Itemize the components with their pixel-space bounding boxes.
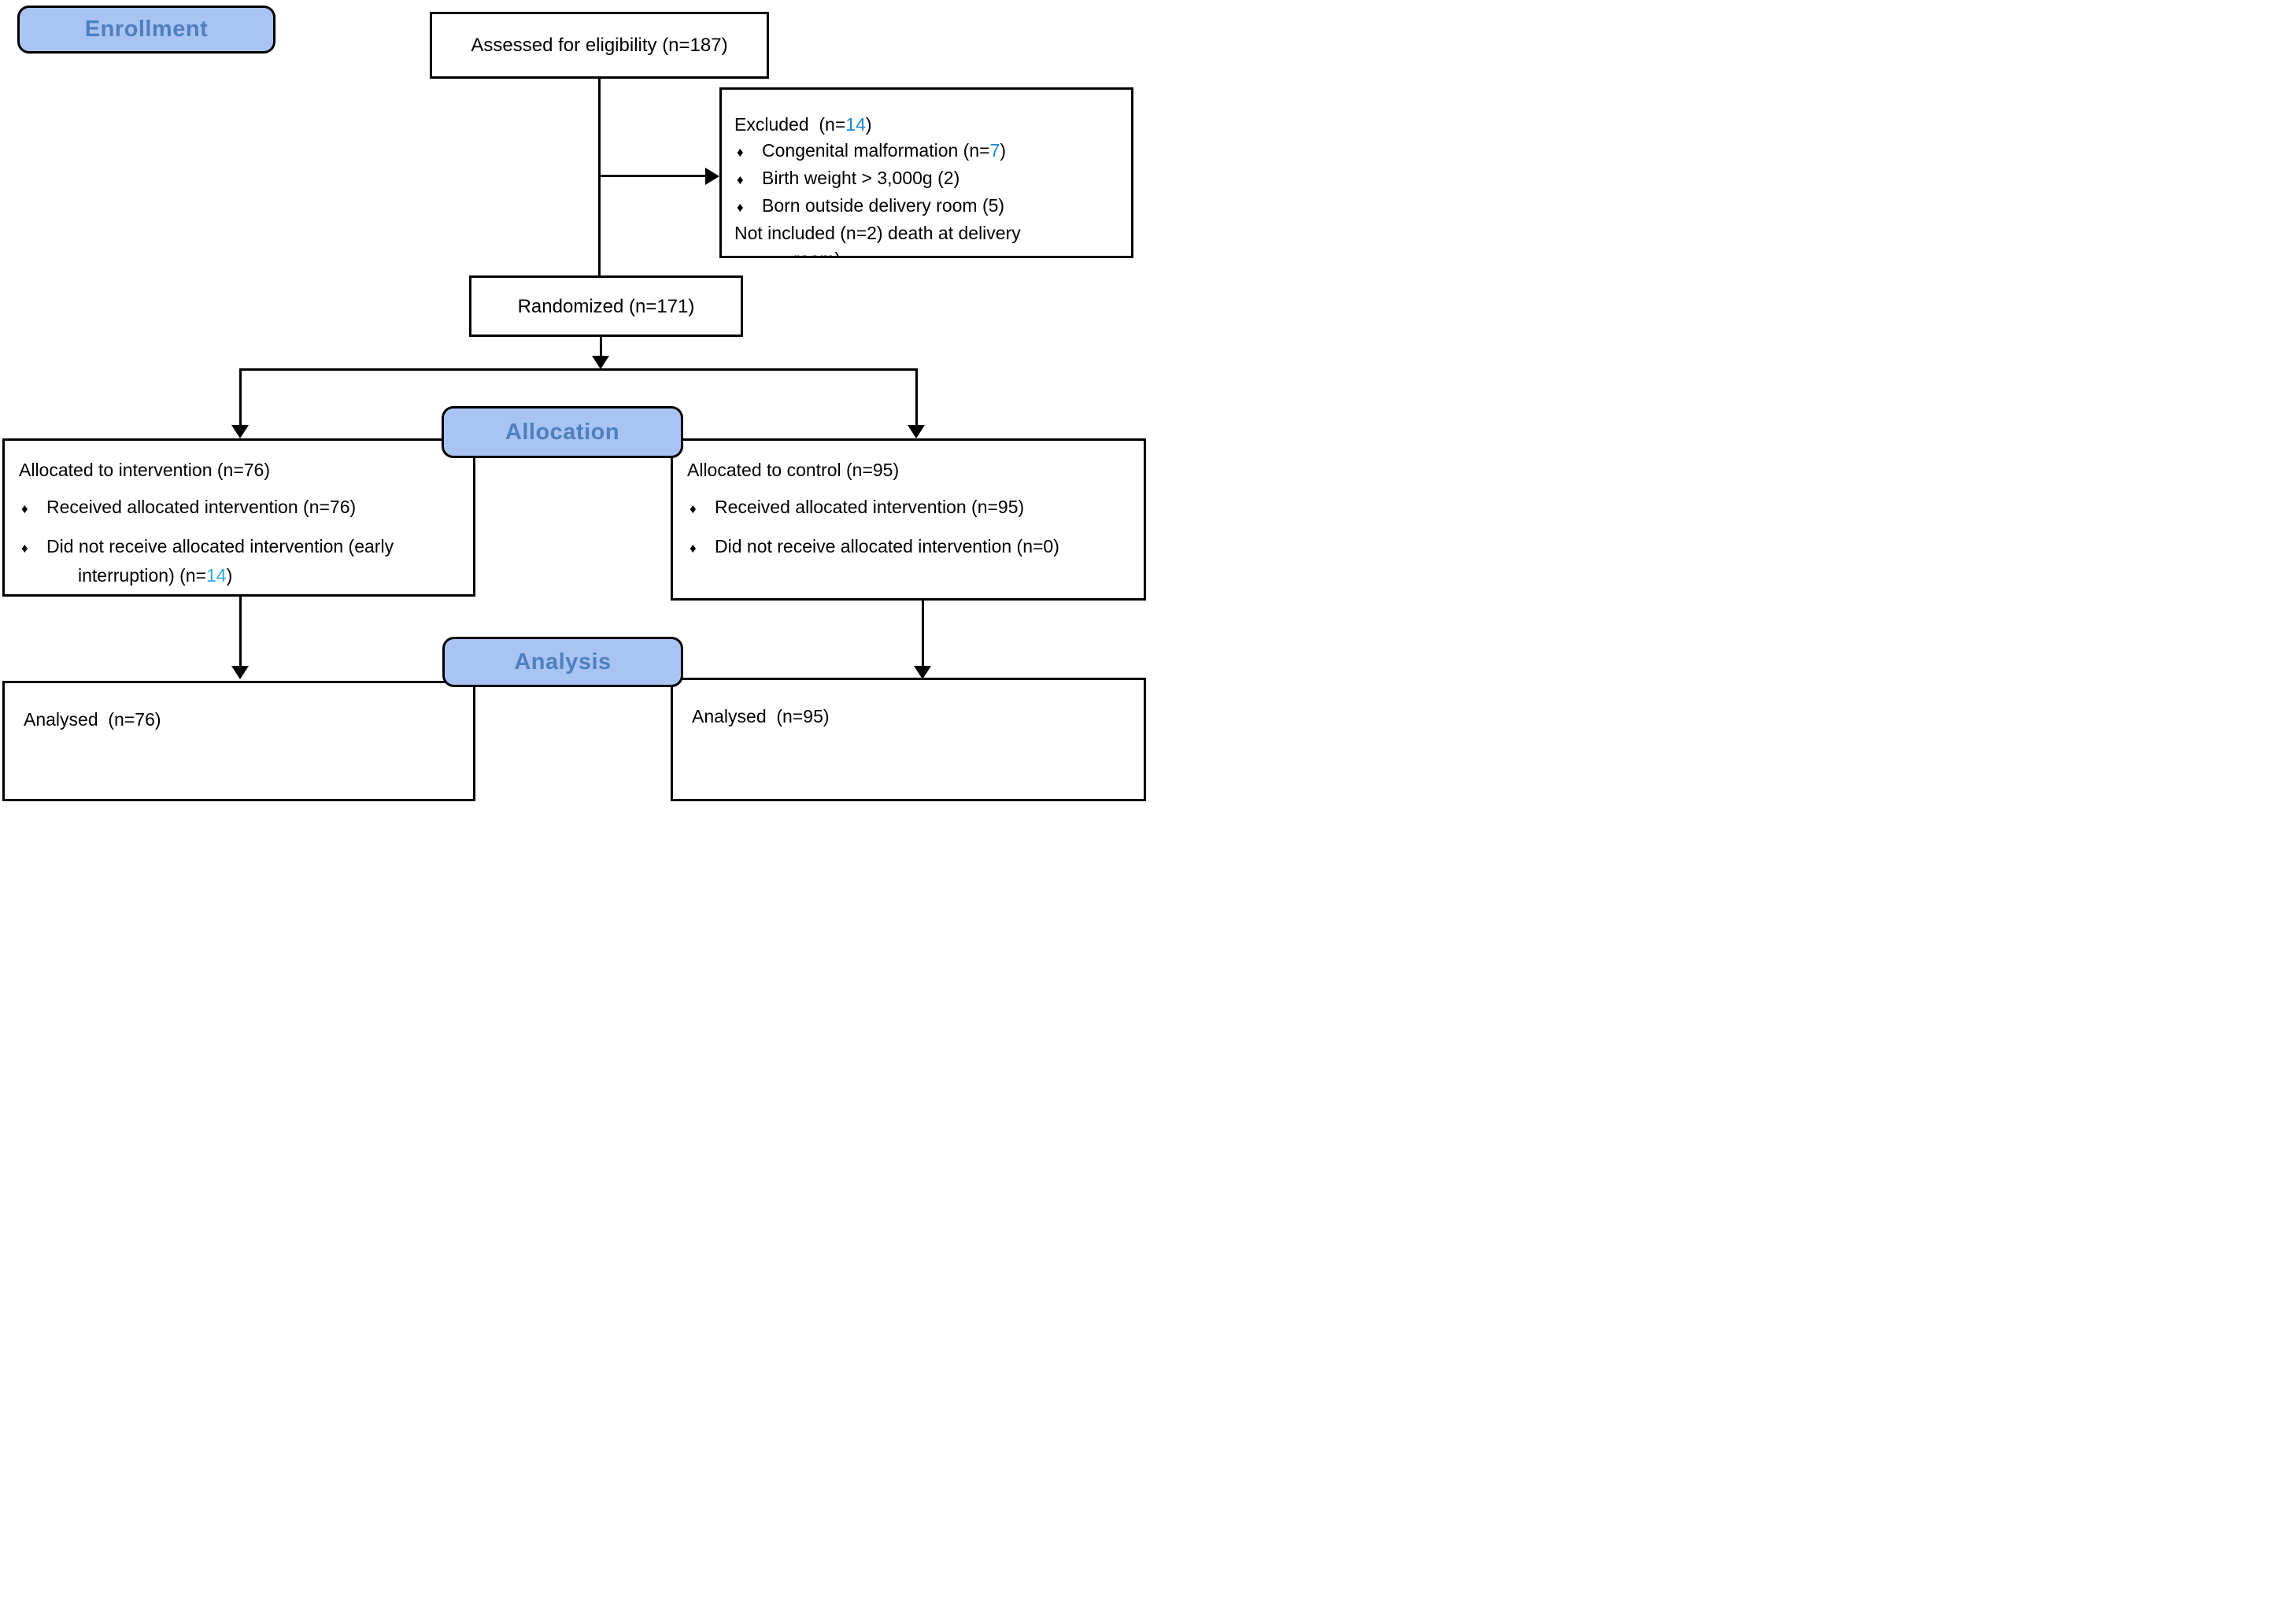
text-line: Analysed (n=76) bbox=[24, 707, 467, 733]
arrowhead-control-analysis-icon bbox=[914, 666, 931, 679]
text-line: Randomized (n=171) bbox=[518, 294, 695, 320]
bullet-diamond-icon: ♦ bbox=[737, 172, 744, 187]
text-segment: Congenital malformation (n=7) bbox=[762, 140, 1007, 161]
line-assessed-to-randomized bbox=[598, 79, 601, 275]
text-line: ♦ Received allocated intervention (n=95) bbox=[687, 493, 1137, 523]
text-line: Analysed (n=95) bbox=[692, 704, 1137, 730]
text-line: Assessed for eligibility (n=187) bbox=[471, 32, 727, 58]
text-segment: Did not receive allocated intervention (… bbox=[715, 536, 1059, 556]
text-segment: Allocated to intervention (n=76) bbox=[19, 460, 271, 480]
line-intervention-to-analysis bbox=[239, 597, 242, 666]
arrowhead-branch-icon bbox=[592, 356, 609, 369]
text-segment: Excluded (n=14) bbox=[734, 114, 872, 135]
text-line: Allocated to intervention (n=76) bbox=[19, 457, 467, 483]
text-line: ♦ Did not receive allocated intervention … bbox=[687, 533, 1137, 562]
text-segment: Not included (n=2) death at delivery bbox=[734, 223, 1021, 243]
text-line: interruption) (n=14) bbox=[19, 562, 467, 589]
analysed-control-box: Analysed (n=95) bbox=[671, 678, 1146, 801]
randomized-box: Randomized (n=171) bbox=[469, 275, 743, 337]
text-line: Not included (n=2) death at delivery bbox=[734, 220, 1123, 246]
text-line: ♦ Birth weight > 3,000g (2) bbox=[734, 165, 1123, 193]
bullet-diamond-icon: ♦ bbox=[21, 541, 28, 556]
text-segment: Randomized (n=171) bbox=[517, 295, 695, 317]
text-segment: interruption) (n=14) bbox=[78, 565, 233, 586]
text-segment: room) bbox=[793, 246, 841, 256]
analysed-intervention-box: Analysed (n=76) bbox=[2, 681, 475, 801]
bullet-diamond-icon: ♦ bbox=[690, 501, 697, 516]
text-line: Excluded (n=14) bbox=[734, 112, 1123, 138]
branch-line bbox=[239, 368, 918, 371]
enrollment-stage-label: Enrollment bbox=[17, 6, 275, 54]
bullet-diamond-icon: ♦ bbox=[737, 145, 744, 160]
text-segment: Assessed for eligibility (n=187) bbox=[471, 35, 728, 56]
text-segment: Analysed (n=76) bbox=[24, 709, 161, 730]
line-randomized-to-branch bbox=[600, 337, 602, 359]
text-line: room) bbox=[734, 246, 1123, 256]
text-line: ♦ Born outside delivery room (5) bbox=[734, 193, 1123, 220]
arrowhead-to-control-icon bbox=[908, 425, 925, 438]
line-to-intervention bbox=[239, 368, 242, 425]
bullet-diamond-icon: ♦ bbox=[737, 200, 744, 215]
text-segment: Did not receive allocated intervention (… bbox=[46, 536, 394, 556]
text-segment: Received allocated intervention (n=95) bbox=[715, 497, 1025, 517]
text-line: Allocated to control (n=95) bbox=[687, 457, 1137, 483]
text-segment: Received allocated intervention (n=76) bbox=[46, 497, 357, 517]
text-line: ♦ Did not receive allocated intervention … bbox=[19, 533, 467, 562]
allocation-stage-label: Allocation bbox=[442, 406, 683, 458]
arrowhead-intervention-analysis-icon bbox=[231, 666, 249, 679]
arrow-line-to-excluded bbox=[598, 175, 707, 177]
text-segment: Analysed (n=95) bbox=[692, 706, 830, 726]
line-control-to-analysis bbox=[922, 601, 924, 666]
analysis-stage-label: Analysis bbox=[442, 637, 683, 687]
text-segment: Birth weight > 3,000g (2) bbox=[762, 168, 960, 188]
text-segment: Born outside delivery room (5) bbox=[762, 195, 1005, 216]
arrowhead-to-excluded-icon bbox=[705, 167, 719, 185]
arrowhead-to-intervention-icon bbox=[231, 425, 249, 438]
text-line: ♦ Congenital malformation (n=7) bbox=[734, 138, 1123, 165]
allocated-intervention-box: Allocated to intervention (n=76) ♦ Receive… bbox=[2, 438, 475, 597]
allocated-control-box: Allocated to control (n=95) ♦ Received all… bbox=[671, 438, 1146, 601]
text-segment: Allocated to control (n=95) bbox=[687, 460, 900, 480]
text-line: ♦ Received allocated intervention (n=76) bbox=[19, 493, 467, 523]
bullet-diamond-icon: ♦ bbox=[21, 501, 28, 516]
line-to-control bbox=[915, 368, 918, 425]
excluded-box: Excluded (n=14) ♦ Congenital malformation … bbox=[719, 87, 1133, 258]
consort-flow-diagram: Enrollment Allocation Analysis Assessed … bbox=[0, 0, 1148, 804]
assessed-box: Assessed for eligibility (n=187) bbox=[430, 12, 769, 79]
bullet-diamond-icon: ♦ bbox=[690, 541, 697, 556]
